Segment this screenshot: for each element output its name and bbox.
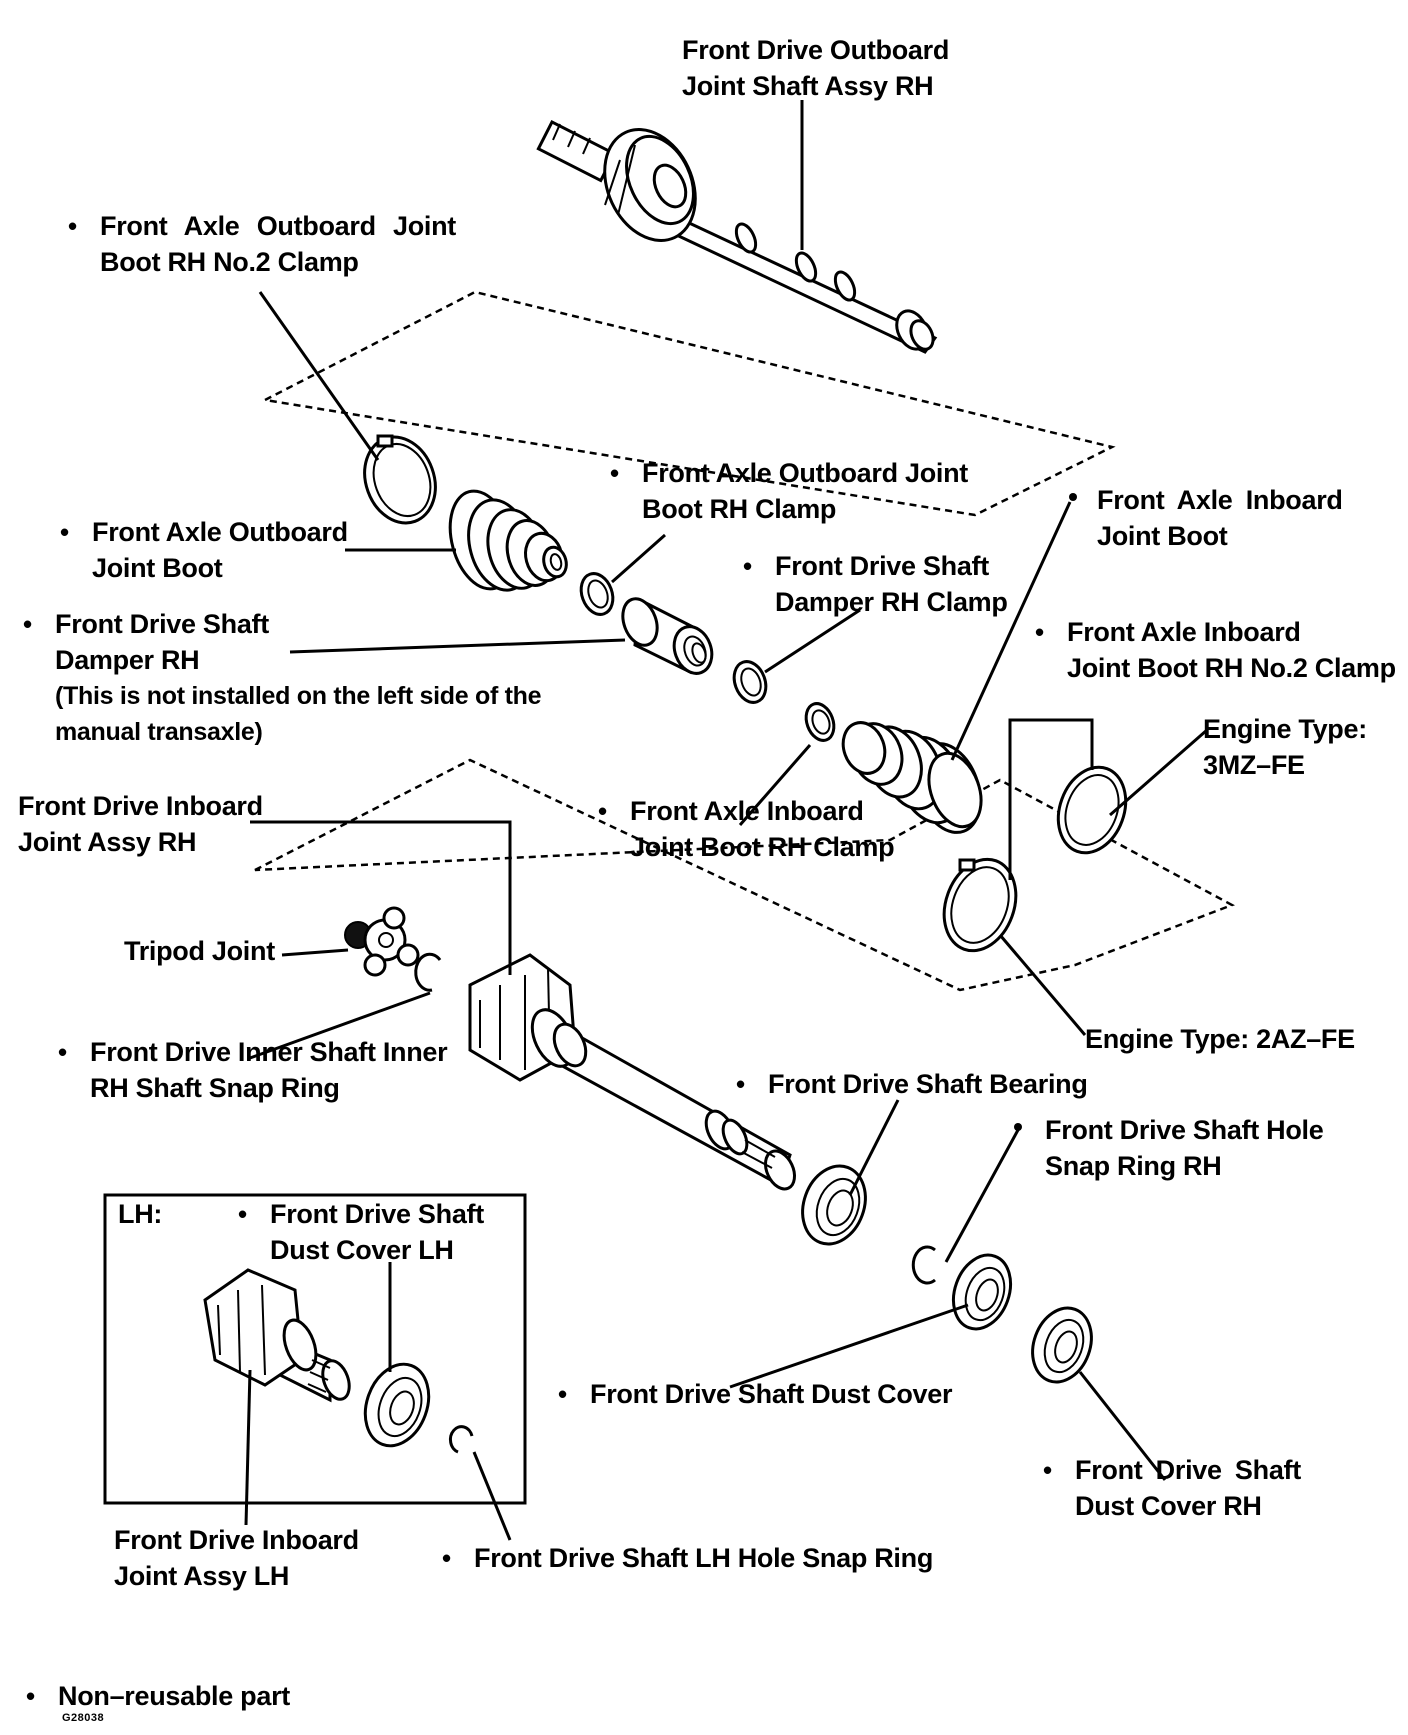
hole-snap-ring-rh-drawing (911, 1245, 936, 1285)
outboard-boot-no2-clamp-drawing (363, 434, 437, 525)
label-outboard-boot: • Front Axle Outboard Joint Boot (60, 514, 348, 586)
non-reusable-bullet: • (58, 1037, 67, 1067)
non-reusable-bullet: • (60, 517, 69, 547)
non-reusable-bullet: • (558, 1379, 567, 1409)
inboard-boot-no2-clamp-3mz-drawing (1056, 765, 1128, 855)
non-reusable-bullet: • (23, 609, 32, 639)
inboard-joint-rh-drawing (468, 953, 797, 1191)
inboard-joint-lh-drawing (203, 1268, 351, 1403)
lh-hole-snap-ring-drawing (449, 1425, 474, 1454)
label-tripod-joint: Tripod Joint (124, 936, 275, 966)
non-reusable-bullet: • (238, 1199, 247, 1229)
outboard-boot-clamp-drawing (579, 572, 615, 616)
non-reusable-bullet: • (743, 551, 752, 581)
lh-inset-header: LH: (118, 1199, 163, 1229)
lower-dashed-group-outline (254, 758, 1235, 992)
label-damper-clamp: • Front Drive Shaft Damper RH Clamp (743, 548, 1008, 620)
label-inboard-boot-no2-clamp: • Front Axle Inboard Joint Boot RH No.2 … (1035, 614, 1396, 686)
label-inner-snap-ring: • Front Drive Inner Shaft Inner RH Shaft… (58, 1034, 448, 1106)
label-dust-cover-rh: • Front Drive Shaft Dust Cover RH (1043, 1452, 1301, 1524)
dust-cover-drawing (951, 1253, 1013, 1331)
non-reusable-bullet: • (610, 458, 619, 488)
outboard-joint-shaft-drawing (536, 119, 938, 354)
label-inboard-joint-rh: Front Drive Inboard Joint Assy RH (18, 791, 263, 857)
damper-clamp-drawing (732, 660, 768, 704)
figure-code: G28038 (62, 1712, 105, 1724)
label-dust-cover: • Front Drive Shaft Dust Cover (558, 1376, 952, 1412)
non-reusable-bullet: • (442, 1543, 451, 1573)
label-dust-cover-lh: • Front Drive Shaft Dust Cover LH (238, 1196, 484, 1268)
label-hole-snap-ring-rh: Front Drive Shaft Hole Snap Ring RH (1045, 1115, 1324, 1181)
inner-snap-ring-drawing (414, 952, 442, 992)
dust-cover-rh-drawing (1031, 1306, 1093, 1384)
dust-cover-lh-drawing (363, 1362, 431, 1448)
label-outboard-boot-no2-clamp: • Front Axle Outboard Joint Boot RH No.2… (68, 208, 456, 280)
label-damper: • Front Drive Shaft Damper RH (This is n… (23, 606, 542, 750)
inboard-boot-no2-clamp-2az-drawing (942, 857, 1018, 953)
label-lh-hole-snap-ring: • Front Drive Shaft LH Hole Snap Ring (442, 1540, 933, 1576)
label-shaft-bearing: • Front Drive Shaft Bearing (736, 1066, 1088, 1102)
upper-dashed-group-outline (261, 290, 1116, 517)
lh-inset-box (103, 1193, 527, 1505)
inboard-joint-boot-drawing (841, 721, 983, 834)
outboard-joint-boot-drawing (448, 489, 568, 592)
label-inboard-joint-lh: Front Drive Inboard Joint Assy LH (114, 1525, 359, 1591)
non-reusable-bullet: • (736, 1069, 745, 1099)
label-inboard-boot-clamp: • Front Axle Inboard Joint Boot RH Clamp (598, 793, 895, 865)
inboard-boot-clamp-drawing (804, 702, 836, 742)
shaft-bearing-drawing (801, 1164, 867, 1246)
leader-lines (244, 100, 1208, 1541)
label-outboard-joint-shaft: Front Drive Outboard Joint Shaft Assy RH (682, 35, 950, 101)
non-reusable-bullet: • (68, 211, 77, 241)
label-inboard-boot: Front Axle Inboard Joint Boot (1097, 485, 1343, 551)
non-reusable-bullet: • (598, 796, 607, 826)
legend-non-reusable: • Non–reusable part (26, 1678, 290, 1714)
non-reusable-bullet: • (26, 1681, 35, 1711)
non-reusable-bullet: • (1043, 1455, 1052, 1485)
label-outboard-boot-clamp: • Front Axle Outboard Joint Boot RH Clam… (610, 455, 968, 527)
label-engine-2az: Engine Type: 2AZ–FE (1085, 1024, 1355, 1054)
non-reusable-bullet: • (1035, 617, 1044, 647)
damper-drawing (621, 597, 714, 675)
label-engine-3mz: Engine Type: 3MZ–FE (1203, 714, 1367, 780)
tripod-joint-drawing (344, 906, 420, 977)
